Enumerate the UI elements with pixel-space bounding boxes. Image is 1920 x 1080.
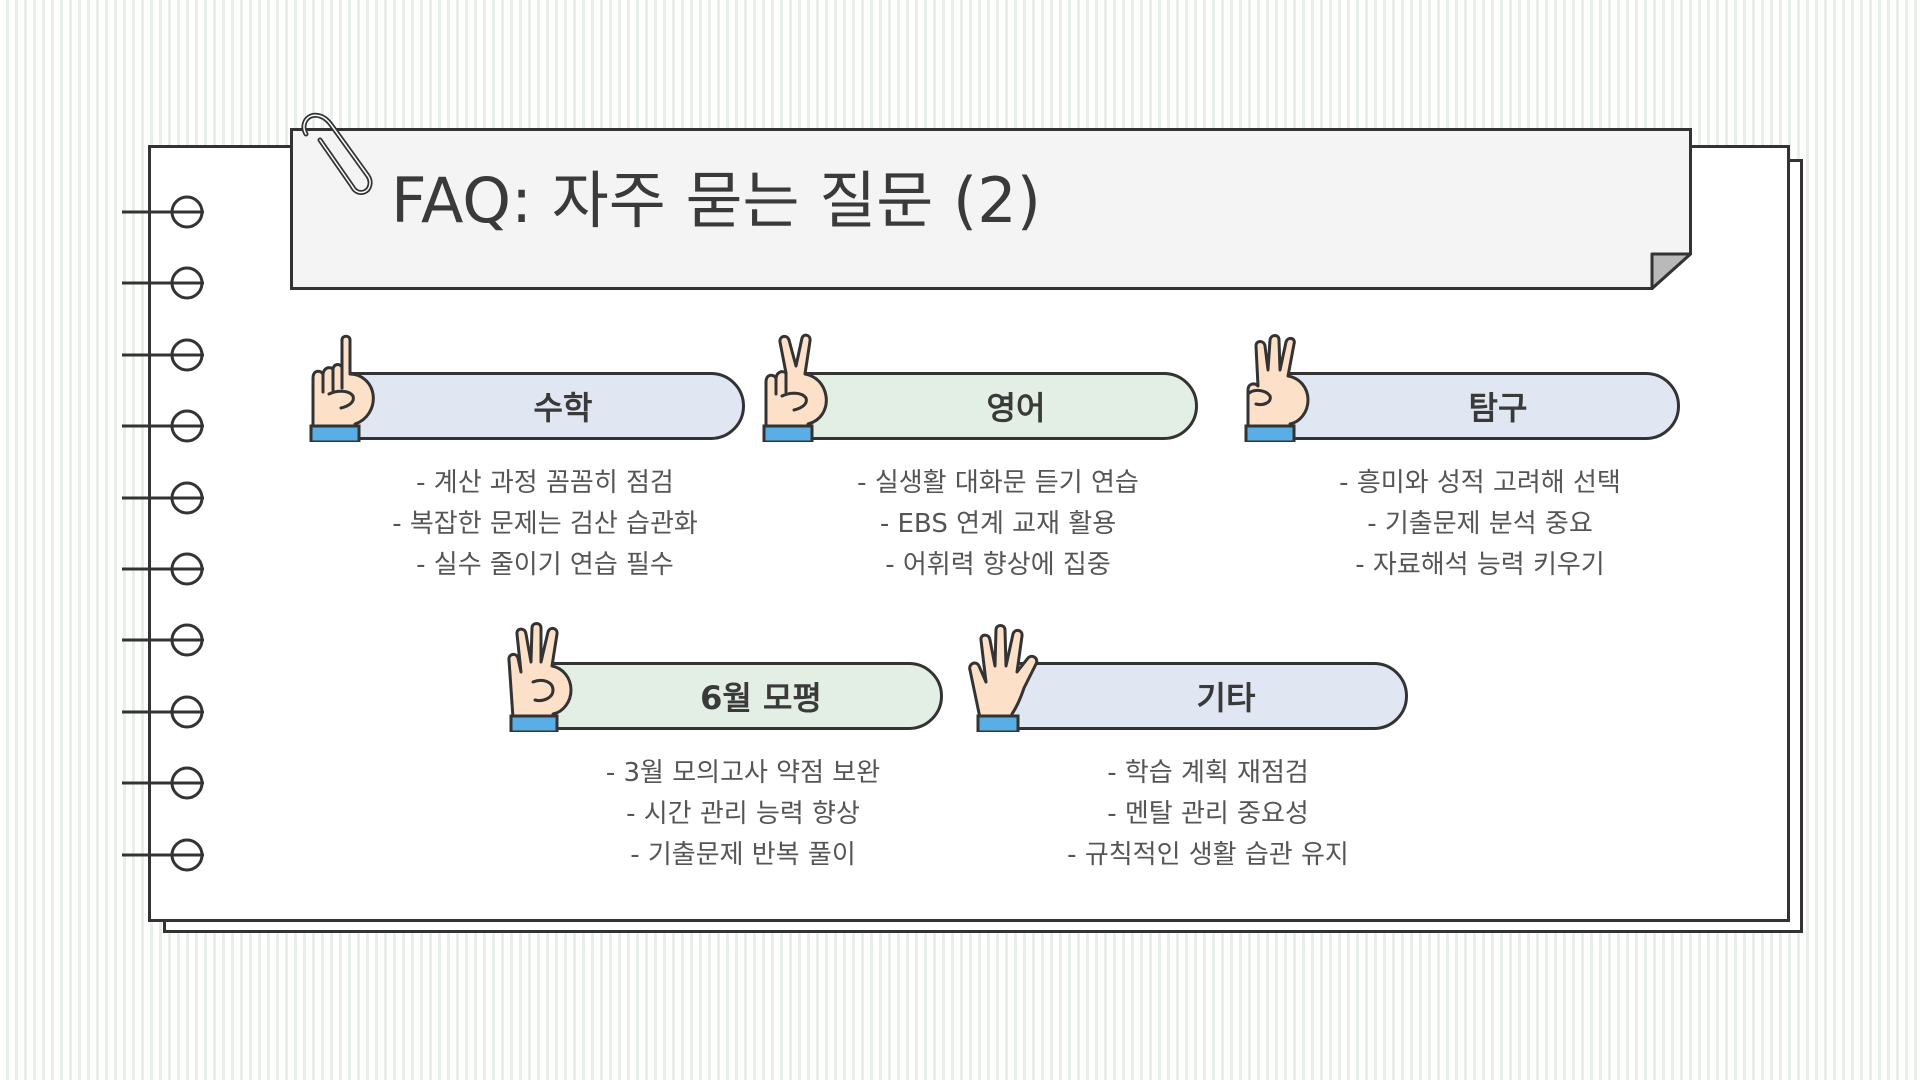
page-title: FAQ: 자주 묻는 질문 (2): [391, 164, 1041, 237]
list-item: - 흥미와 성적 고려해 선택: [1339, 468, 1621, 498]
faq-heading: 기타: [1196, 679, 1256, 717]
faq-card-other: 기타 - 학습 계획 재점검 - 멘탈 관리 중요성 - 규칙적인 생활 습관 …: [968, 620, 1448, 870]
binder-ring-icon: [122, 195, 204, 229]
list-item: - 자료해석 능력 키우기: [1355, 550, 1605, 580]
faq-card-inquiry: 탐구 - 흥미와 성적 고려해 선택 - 기출문제 분석 중요 - 자료해석 능…: [1240, 330, 1720, 580]
sleeve-cuff: [509, 714, 559, 732]
list-item: - EBS 연계 교재 활용: [879, 509, 1117, 539]
list-item: - 기출문제 반복 풀이: [630, 840, 856, 870]
faq-answer-list: - 흥미와 성적 고려해 선택 - 기출문제 분석 중요 - 자료해석 능력 키…: [1240, 463, 1720, 586]
one-finger-hand-icon: [309, 334, 375, 442]
page-fold-corner: [1650, 252, 1692, 290]
list-item: - 기출문제 분석 중요: [1367, 509, 1593, 539]
faq-answer-list: - 학습 계획 재점검 - 멘탈 관리 중요성 - 규칙적인 생활 습관 유지: [968, 753, 1448, 876]
list-item: - 학습 계획 재점검: [1107, 758, 1309, 788]
binder-ring-icon: [122, 338, 204, 372]
five-finger-hand-icon: [968, 624, 1039, 732]
paper-clip-icon: [301, 112, 373, 195]
binder-ring-icon: [122, 552, 204, 586]
title-banner-shape: [290, 128, 1692, 290]
two-finger-hand-icon: [762, 333, 828, 442]
sleeve-cuff: [976, 714, 1020, 732]
faq-card-english: 영어 - 실생활 대화문 듣기 연습 - EBS 연계 교재 활용 - 어휘력 …: [758, 330, 1238, 580]
sleeve-cuff: [309, 424, 361, 442]
binder-ring-icon: [122, 409, 204, 443]
faq-answer-list: - 3월 모의고사 약점 보완 - 시간 관리 능력 향상 - 기출문제 반복 …: [503, 753, 983, 876]
list-item: - 멘탈 관리 중요성: [1107, 799, 1309, 829]
faq-card-math: 수학 - 계산 과정 꼼꼼히 점검 - 복잡한 문제는 검산 습관화 - 실수 …: [305, 330, 785, 580]
title-banner: FAQ: 자주 묻는 질문 (2): [290, 128, 1692, 290]
faq-heading-pill: 영어: [798, 372, 1198, 440]
faq-card-june-mock-exam: 6월 모평 - 3월 모의고사 약점 보완 - 시간 관리 능력 향상 - 기출…: [503, 620, 983, 870]
list-item: - 복잡한 문제는 검산 습관화: [392, 509, 698, 539]
list-item: - 어휘력 향상에 집중: [885, 550, 1111, 580]
four-finger-hand-icon: [507, 622, 573, 732]
binder-ring-icon: [122, 766, 204, 800]
binder-ring-icon: [122, 623, 204, 657]
faq-heading: 영어: [986, 389, 1046, 427]
faq-heading-pill: 기타: [1008, 662, 1408, 730]
sleeve-cuff: [762, 424, 814, 442]
list-item: - 시간 관리 능력 향상: [626, 799, 860, 829]
list-item: - 실수 줄이기 연습 필수: [416, 550, 674, 580]
faq-heading-pill: 수학: [345, 372, 745, 440]
list-item: - 3월 모의고사 약점 보완: [605, 758, 881, 788]
binder-ring-icon: [122, 695, 204, 729]
faq-heading: 6월 모평: [700, 679, 822, 717]
notebook-rings: [120, 0, 220, 1080]
list-item: - 계산 과정 꼼꼼히 점검: [416, 468, 674, 498]
faq-answer-list: - 계산 과정 꼼꼼히 점검 - 복잡한 문제는 검산 습관화 - 실수 줄이기…: [305, 463, 785, 586]
faq-answer-list: - 실생활 대화문 듣기 연습 - EBS 연계 교재 활용 - 어휘력 향상에…: [758, 463, 1238, 586]
sleeve-cuff: [1244, 424, 1296, 442]
binder-ring-icon: [122, 481, 204, 515]
faq-heading-pill: 탐구: [1280, 372, 1680, 440]
list-item: - 실생활 대화문 듣기 연습: [857, 468, 1139, 498]
binder-ring-icon: [122, 838, 204, 872]
faq-heading-pill: 6월 모평: [543, 662, 943, 730]
faq-heading: 수학: [533, 389, 593, 427]
list-item: - 규칙적인 생활 습관 유지: [1067, 840, 1349, 870]
faq-heading: 탐구: [1468, 389, 1528, 427]
three-finger-hand-icon: [1244, 334, 1310, 442]
binder-ring-icon: [122, 266, 204, 300]
